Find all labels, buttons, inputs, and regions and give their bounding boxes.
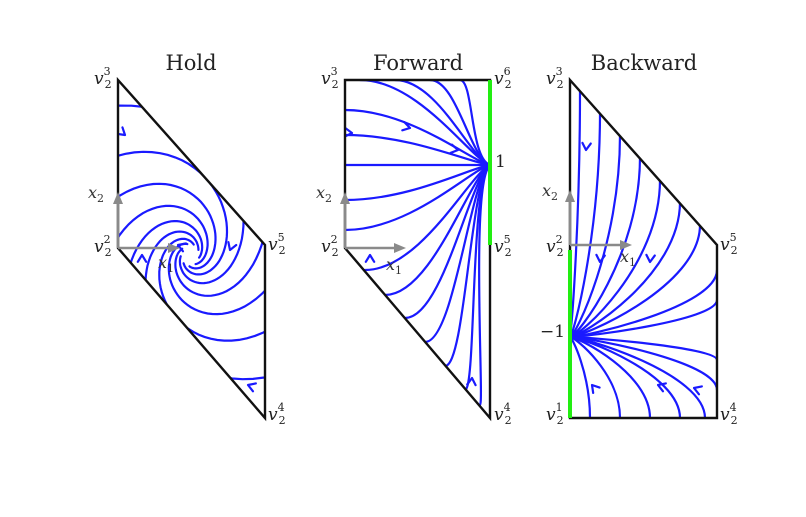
streamline (477, 163, 490, 407)
streamline (118, 104, 245, 285)
x2-axis-arrowhead (340, 192, 350, 204)
streamline (345, 133, 490, 167)
streamline (570, 178, 662, 339)
streamline-arrow (176, 242, 187, 253)
streamline (570, 110, 602, 339)
streamline (345, 163, 490, 202)
axes-forward: x1 x2 (316, 183, 406, 277)
panel-title-forward: Forward (373, 51, 463, 75)
streamline (443, 163, 490, 368)
streamline (570, 223, 702, 339)
axes-backward: x1 x2 (542, 181, 636, 269)
streamline-arrow (136, 253, 148, 263)
x2-axis-label: x2 (88, 183, 104, 205)
streamline (345, 108, 490, 167)
streamline-arrow (246, 382, 257, 393)
streamline-arrow (227, 241, 238, 252)
streamline-arrow (345, 127, 354, 138)
panel-title-backward: Backward (591, 51, 697, 75)
streamline (570, 133, 622, 339)
streamline (345, 163, 490, 232)
streamline (570, 335, 717, 392)
x2-axis-label: x2 (316, 183, 332, 205)
streamline-arrow (449, 143, 460, 155)
streamline (570, 335, 707, 418)
x1-axis-arrowhead (168, 243, 180, 253)
streamline-arrow (581, 141, 592, 152)
streamline-arrow (692, 385, 703, 396)
streamline-arrow (411, 343, 423, 354)
tick-label-1: 1 (495, 152, 506, 172)
x2-axis-arrowhead (113, 192, 123, 204)
x1-axis-label: x1 (620, 247, 636, 269)
streamline (363, 163, 490, 272)
streamline (174, 84, 265, 297)
x1-axis-label: x1 (386, 255, 402, 277)
streamline (118, 204, 209, 406)
tick-label-minus-1: −1 (540, 322, 565, 342)
streamline (158, 237, 265, 342)
streamline-arrow (645, 253, 656, 264)
streamline-arrow (364, 253, 376, 263)
x1-axis-arrowhead (620, 240, 632, 250)
x1-axis-arrowhead (394, 243, 406, 253)
streamline (570, 298, 717, 339)
streamlines-forward (345, 80, 490, 407)
streamline-arrow (118, 126, 127, 137)
x2-axis-label: x2 (542, 181, 558, 203)
streamline (570, 155, 642, 339)
streamlines-backward (570, 88, 717, 418)
streamline (458, 80, 490, 167)
x1-axis-label: x1 (158, 253, 174, 275)
streamline-arrow (401, 121, 412, 132)
axes-hold: x1 x2 (88, 183, 180, 275)
streamline-arrow (656, 382, 667, 393)
streamline-arrow (590, 383, 601, 395)
streamline (118, 182, 217, 316)
streamline-arrow (595, 253, 606, 264)
streamline (118, 150, 229, 276)
streamline-arrow (466, 376, 477, 387)
x2-axis-arrowhead (565, 190, 575, 202)
panel-title-hold: Hold (165, 51, 216, 75)
